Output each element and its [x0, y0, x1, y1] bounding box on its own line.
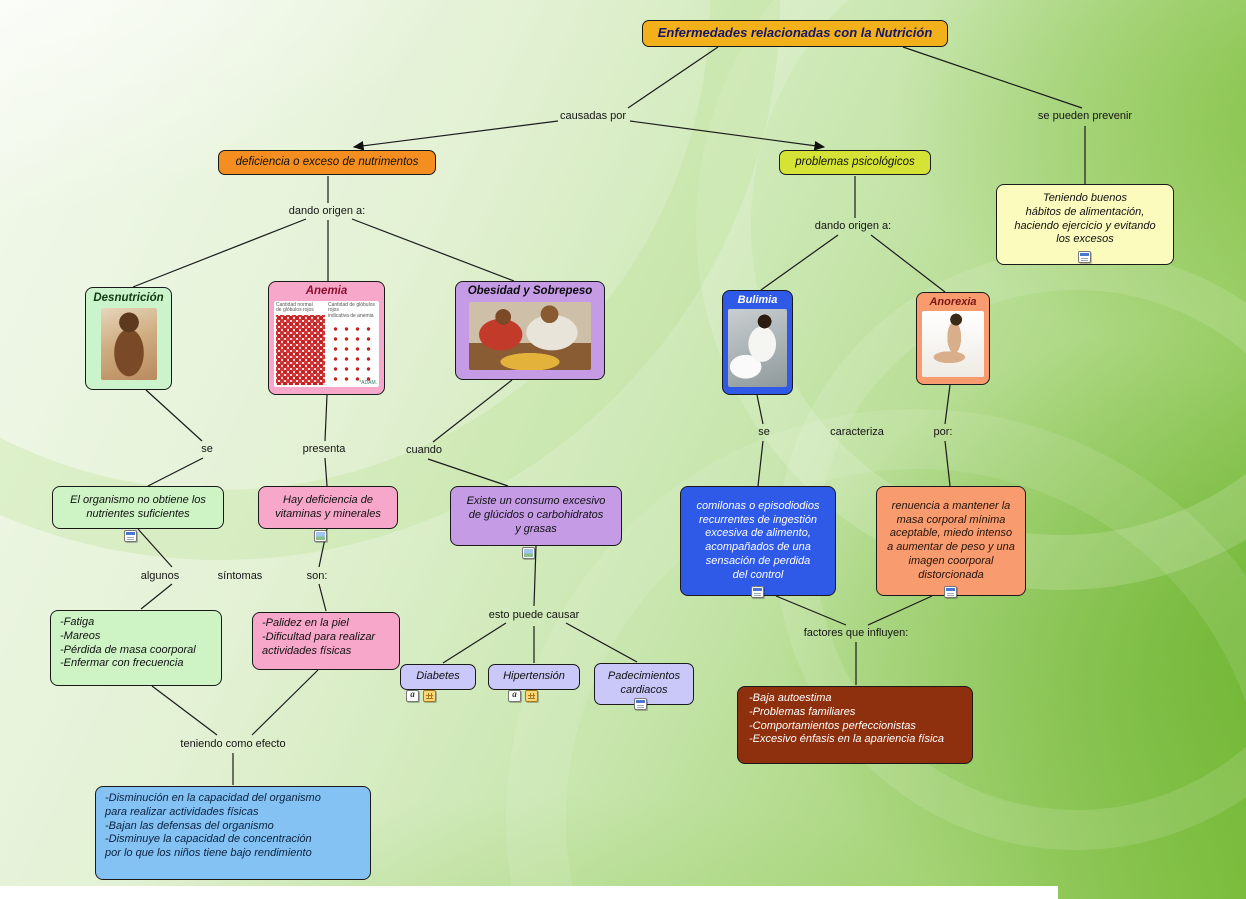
link-label-presenta: presenta: [302, 443, 346, 455]
window-attachment-icon[interactable]: [1078, 251, 1091, 263]
anemia-caption-normal: Cantidad normal de glóbulos rojos: [276, 301, 314, 314]
node-problemas-psicologicos[interactable]: problemas psicológicos: [779, 150, 931, 175]
bulimia-image: [728, 309, 787, 388]
adam-watermark: *ADAM.: [359, 379, 377, 386]
node-padecimientos-cardiacos[interactable]: Padecimientos cardiacos: [594, 663, 694, 705]
node-title: Anemia: [305, 285, 348, 297]
link-label-causadas-por: causadas por: [559, 110, 627, 122]
link-label-factores-que-influyen: factores que influyen:: [803, 627, 909, 639]
window-attachment-icon[interactable]: [751, 586, 764, 598]
window-attachment-icon[interactable]: [124, 530, 137, 542]
node-obesidad-sobrepeso[interactable]: Obesidad y Sobrepeso: [455, 281, 605, 380]
node-text: -Palidez en la piel -Dificultad para rea…: [262, 617, 376, 657]
node-diabetes[interactable]: Diabetes: [400, 664, 476, 690]
node-anemia[interactable]: Anemia Cantidad normal de glóbulos rojos…: [268, 281, 385, 395]
node-label: deficiencia o exceso de nutrimentos: [235, 156, 419, 169]
link-label-son: son:: [306, 570, 328, 582]
resource-icons-comilonas[interactable]: [751, 586, 764, 598]
node-text: Teniendo buenos hábitos de alimentación,…: [1014, 192, 1156, 246]
node-consumo-excesivo[interactable]: Existe un consumo excesivo de glúcidos o…: [450, 486, 622, 546]
node-bulimia[interactable]: Bulimia: [722, 290, 793, 395]
node-label: problemas psicológicos: [795, 156, 915, 169]
node-factores-influyen[interactable]: -Baja autoestima -Problemas familiares -…: [737, 686, 973, 764]
node-text: -Fatiga -Mareos -Pérdida de masa coorpor…: [60, 616, 196, 670]
image-attachment-icon[interactable]: [314, 530, 327, 542]
node-title: Anorexia: [929, 296, 977, 308]
node-deficiencia-vitaminas[interactable]: Hay deficiencia de vitaminas y minerales: [258, 486, 398, 529]
resource-icons-hipertension[interactable]: [508, 689, 538, 702]
resource-icons-renuencia[interactable]: [944, 586, 957, 598]
link-label-esto-puede-causar: esto puede causar: [488, 609, 580, 621]
anemic-blood-cells-image: [328, 320, 377, 385]
resource-icons-diabetes[interactable]: [406, 689, 436, 702]
link-label-se-pueden-prevenir: se pueden prevenir: [1037, 110, 1133, 122]
node-anorexia[interactable]: Anorexia: [916, 292, 990, 385]
link-label-caracteriza: caracteriza: [830, 426, 884, 438]
resource-icons-organismo[interactable]: [124, 530, 137, 542]
anemia-blood-cells-image: Cantidad normal de glóbulos rojos Cantid…: [274, 300, 379, 387]
link-label-sintomas: síntomas: [217, 570, 263, 582]
image-attachment-icon[interactable]: [522, 547, 535, 559]
link-label-por: por:: [933, 426, 953, 438]
node-main-title[interactable]: Enfermedades relacionadas con la Nutrici…: [642, 20, 948, 47]
resource-icons-padecimientos[interactable]: [634, 698, 647, 710]
node-efectos-organismo[interactable]: -Disminución en la capacidad del organis…: [95, 786, 371, 880]
text-attachment-icon[interactable]: [406, 689, 419, 702]
link-label-teniendo-como-efecto: teniendo como efecto: [180, 738, 286, 750]
text-attachment-icon[interactable]: [508, 689, 521, 702]
anemia-caption-anemia: Cantidad de glóbulos rojos indicativa de…: [328, 301, 375, 320]
node-organismo-sin-nutrientes[interactable]: El organismo no obtiene los nutrientes s…: [52, 486, 224, 529]
node-text: Hay deficiencia de vitaminas y minerales: [275, 493, 381, 520]
main-title-label: Enfermedades relacionadas con la Nutrici…: [657, 25, 933, 41]
node-text: renuencia a mantener la masa corporal mí…: [887, 499, 1015, 581]
node-comilonas[interactable]: comilonas o episodiodios recurrentes de …: [680, 486, 836, 596]
link-label-se-left: se: [201, 443, 213, 455]
window-attachment-icon[interactable]: [944, 586, 957, 598]
normal-blood-cells-image: [276, 315, 325, 385]
node-title: Bulimia: [737, 294, 778, 306]
link-label-se-right: se: [758, 426, 770, 438]
link-label-cuando: cuando: [405, 444, 443, 456]
node-hipertension[interactable]: Hipertensión: [488, 664, 580, 690]
link-label-algunos: algunos: [140, 570, 180, 582]
resource-icons-hay-deficiencia[interactable]: [314, 530, 327, 542]
node-title: Desnutrición: [93, 292, 164, 304]
table-attachment-icon[interactable]: [423, 690, 436, 702]
node-title: Obesidad y Sobrepeso: [467, 285, 593, 297]
node-desnutricion[interactable]: Desnutrición: [85, 287, 172, 390]
node-text: Padecimientos cardiacos: [607, 670, 681, 696]
node-label: Hipertensión: [503, 670, 565, 683]
node-text: -Disminución en la capacidad del organis…: [105, 792, 321, 859]
node-text: El organismo no obtiene los nutrientes s…: [70, 493, 206, 520]
node-sintomas-anemia[interactable]: -Palidez en la piel -Dificultad para rea…: [252, 612, 400, 670]
resource-icons-consumo[interactable]: [522, 547, 535, 559]
anorexia-image: [922, 311, 984, 378]
bottom-white-band: [0, 886, 1058, 899]
node-label: Diabetes: [416, 670, 460, 683]
table-attachment-icon[interactable]: [525, 690, 538, 702]
node-text: comilonas o episodiodios recurrentes de …: [696, 499, 820, 581]
node-deficiencia-exceso-nutrimentos[interactable]: deficiencia o exceso de nutrimentos: [218, 150, 436, 175]
node-renuencia[interactable]: renuencia a mantener la masa corporal mí…: [876, 486, 1026, 596]
resource-icons-prevencion[interactable]: [1078, 251, 1091, 263]
node-text: -Baja autoestima -Problemas familiares -…: [749, 692, 945, 746]
window-attachment-icon[interactable]: [634, 698, 647, 710]
node-text: Existe un consumo excesivo de glúcidos o…: [466, 495, 606, 535]
desnutricion-child-image: [100, 307, 157, 380]
node-sintomas-desnutricion[interactable]: -Fatiga -Mareos -Pérdida de masa coorpor…: [50, 610, 222, 686]
link-label-dando-origen-right: dando origen a:: [814, 220, 892, 232]
link-label-dando-origen-left: dando origen a:: [288, 205, 366, 217]
obesidad-fast-food-image: [469, 301, 591, 370]
